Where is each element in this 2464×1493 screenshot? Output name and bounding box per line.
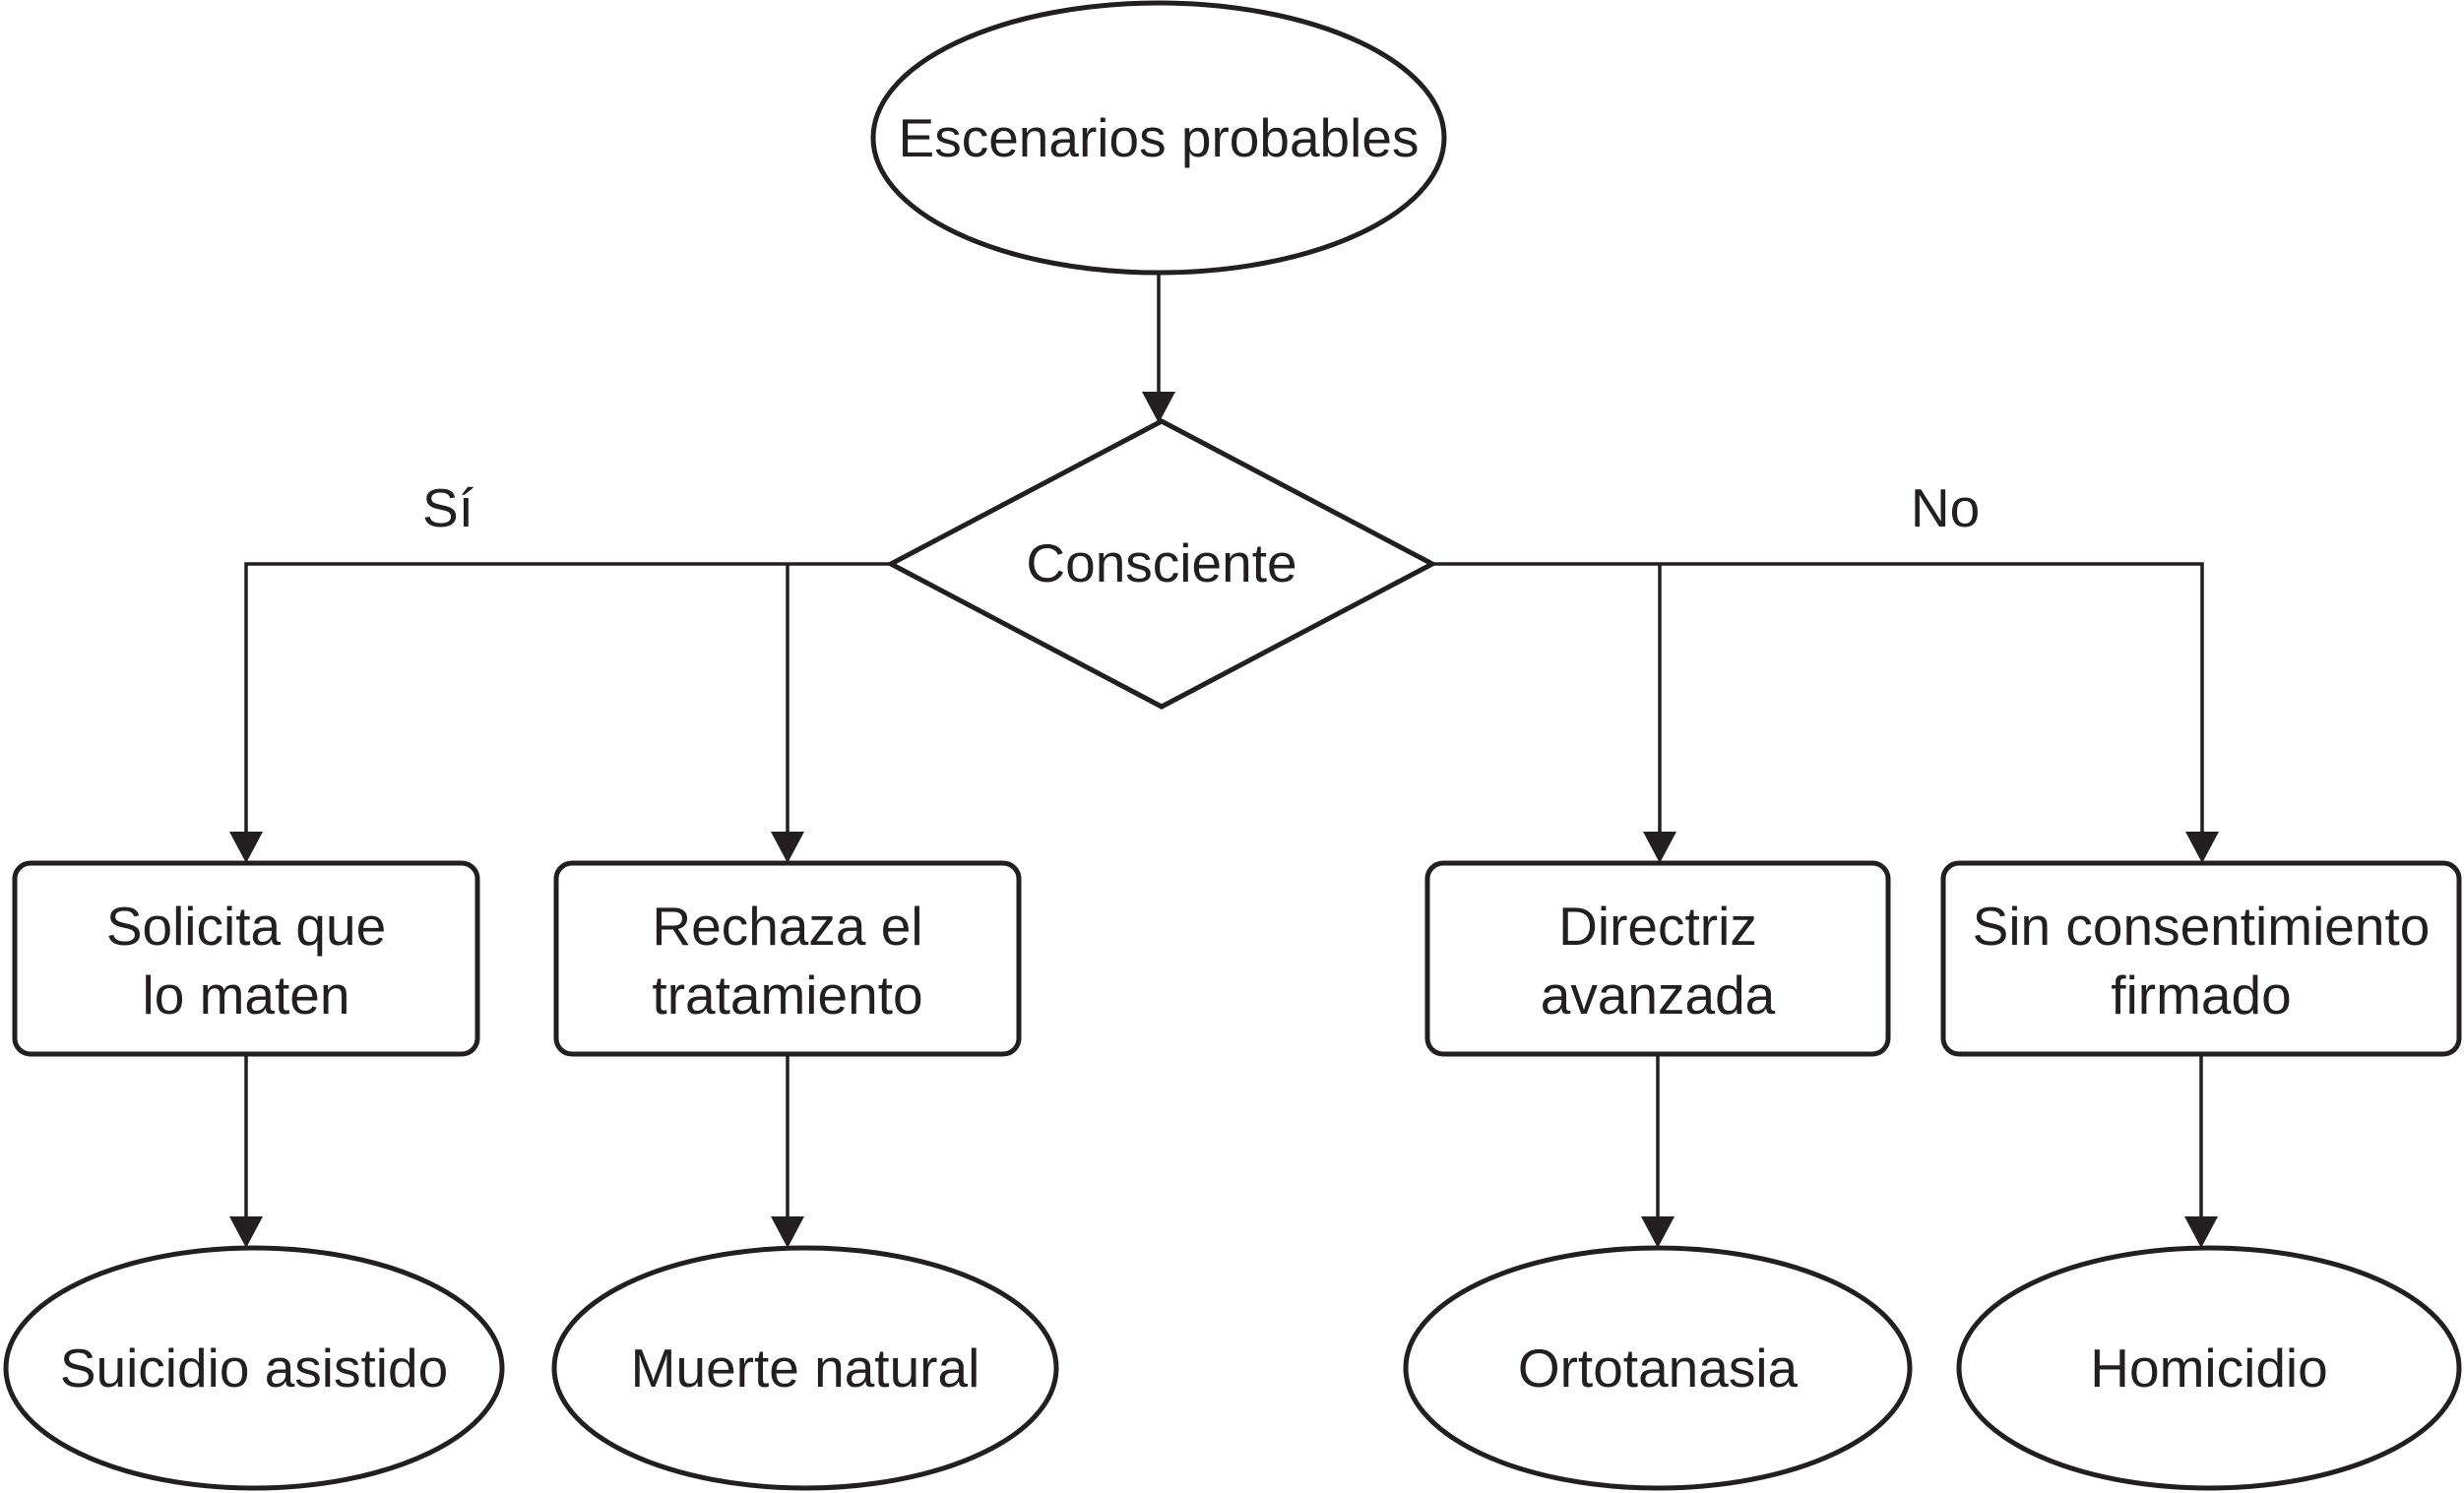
node-process-directriz-avanzada: Directriz avanzada	[1424, 860, 1891, 1057]
process-label-line2: avanzada	[1541, 964, 1776, 1026]
process-label-line1: Directriz	[1558, 896, 1757, 957]
node-outcome-homicidio: Homicidio	[1956, 1245, 2462, 1491]
outcome-ellipse	[3, 1245, 505, 1491]
process-box	[1424, 860, 1891, 1057]
process-box	[12, 860, 480, 1057]
edge-box4-to-outcome4	[2184, 1054, 2218, 1248]
decision-label: Consciente	[1026, 532, 1296, 593]
process-label-line2: lo maten	[143, 964, 350, 1026]
arrowhead-icon	[1643, 832, 1676, 863]
edge-decision-yes-to-box2	[771, 564, 804, 863]
outcome-label: Homicidio	[2090, 1337, 2327, 1399]
outcome-ellipse	[1403, 1245, 1913, 1491]
process-label-line2: tratamiento	[652, 964, 922, 1026]
node-root-escenarios-probables: Escenarios probables	[870, 0, 1447, 276]
process-label-line1: Solicita que	[106, 896, 386, 957]
outcome-ellipse	[1956, 1245, 2462, 1491]
arrowhead-icon	[1142, 392, 1175, 423]
root-label: Escenarios probables	[899, 107, 1420, 168]
outcome-ellipse	[551, 1245, 1059, 1491]
process-box	[1940, 860, 2462, 1057]
node-outcome-muerte-natural: Muerte natural	[551, 1245, 1059, 1491]
node-process-rechaza-el-tratamiento: Rechaza el tratamiento	[553, 860, 1022, 1057]
process-label-line2: firmado	[2111, 964, 2291, 1026]
arrowhead-icon	[1641, 1216, 1674, 1248]
process-label-line1: Sin consentimiento	[1973, 896, 2431, 957]
edge-root-to-decision	[1142, 273, 1175, 423]
arrowhead-icon	[771, 1216, 804, 1248]
node-process-sin-consentimiento-firmado: Sin consentimiento firmado	[1940, 860, 2462, 1057]
node-outcome-suicidio-asistido: Suicidio asistido	[3, 1245, 505, 1491]
process-box	[553, 860, 1022, 1057]
arrowhead-icon	[229, 832, 263, 863]
edge-box1-to-outcome1	[229, 1054, 263, 1248]
edge-line	[244, 562, 891, 834]
edge-line	[1432, 562, 2204, 834]
arrowhead-icon	[771, 832, 804, 863]
edge-box2-to-outcome2	[771, 1054, 804, 1248]
edge-box3-to-outcome3	[1641, 1054, 1674, 1248]
branch-label-no: No	[1911, 477, 1980, 538]
process-label-line1: Rechaza el	[652, 896, 922, 957]
edge-decision-no-to-box3	[1643, 564, 1676, 863]
node-decision-consciente: Consciente	[885, 418, 1438, 710]
edge-decision-yes-to-box1	[229, 562, 891, 863]
node-outcome-ortotanasia: Ortotanasia	[1403, 1245, 1913, 1491]
root-ellipse	[870, 0, 1447, 276]
outcome-label: Suicidio asistido	[60, 1337, 448, 1399]
edge-decision-no-to-box4	[1432, 562, 2219, 863]
outcome-label: Ortotanasia	[1518, 1337, 1799, 1399]
node-process-solicita-que-lo-maten: Solicita que lo maten	[12, 860, 480, 1057]
decision-diamond	[885, 418, 1438, 710]
arrowhead-icon	[2184, 1216, 2218, 1248]
arrowhead-icon	[229, 1216, 263, 1248]
branch-label-yes: Sí	[422, 477, 474, 538]
arrowhead-icon	[2185, 832, 2219, 863]
outcome-label: Muerte natural	[631, 1337, 980, 1399]
